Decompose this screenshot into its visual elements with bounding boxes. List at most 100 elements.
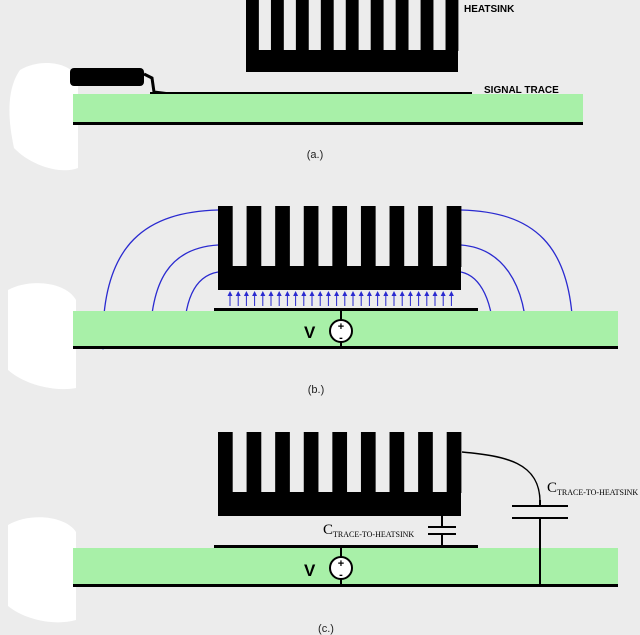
white-blob-c	[8, 517, 76, 623]
heatsink-fin	[320, 0, 334, 51]
caption-b: (b.)	[308, 384, 325, 396]
heatsink-fin	[332, 432, 348, 493]
field-arrowhead	[375, 291, 381, 296]
heatsink-fin	[418, 206, 433, 267]
heatsink-fin	[389, 432, 405, 493]
voltage-source-icon	[329, 319, 353, 343]
white-blob-b	[8, 283, 76, 390]
heatsink-fin	[370, 0, 384, 51]
heatsink-fin	[275, 432, 290, 493]
signal-trace-b	[214, 308, 478, 311]
field-arrowhead	[366, 291, 372, 296]
cap-label2-main: C	[547, 480, 557, 496]
capacitor-label-small: CTRACE-TO-HEATSINK	[323, 522, 414, 539]
field-line	[460, 209, 574, 347]
heatsink-fin	[395, 0, 409, 51]
panel-b: + - V (b.)	[73, 206, 618, 396]
heatsink-fin	[389, 206, 405, 267]
heatsink-fin	[345, 0, 359, 51]
heatsink-base	[218, 266, 461, 290]
heatsink-fin	[218, 206, 233, 267]
ground-plane-a	[73, 122, 583, 125]
ground-plane-c	[73, 584, 618, 587]
field-arrowhead	[448, 291, 454, 296]
panel-c: + - V CTRACE-TO-HEATSINK CTRACE-TO-HEATS…	[73, 432, 638, 635]
heatsink-b	[218, 206, 462, 290]
heatsink-fin	[418, 432, 433, 493]
capacitor-label-large: CTRACE-TO-HEATSINK	[547, 480, 638, 497]
capacitor-large	[512, 500, 568, 584]
capacitor-wire	[461, 451, 541, 503]
heatsink-fin	[360, 206, 376, 267]
field-arrowhead	[276, 291, 282, 296]
signal-trace-c	[214, 545, 478, 548]
field-arrowhead	[334, 291, 340, 296]
heatsink-fin	[246, 206, 262, 267]
cap-label-main: C	[323, 522, 333, 538]
field-arrowhead	[284, 291, 290, 296]
field-arrowhead	[252, 291, 258, 296]
field-arrowhead	[383, 291, 389, 296]
field-arrowhead	[391, 291, 397, 296]
heatsink-a	[246, 0, 459, 72]
field-arrowhead	[317, 291, 323, 296]
white-blob-a	[9, 63, 78, 171]
field-arrowhead	[358, 291, 364, 296]
heatsink-fin	[303, 206, 319, 267]
field-arrowhead	[440, 291, 446, 296]
heatsink-fin	[295, 0, 309, 51]
field-arrowhead	[227, 291, 233, 296]
heatsink-fin	[275, 206, 290, 267]
caption-a: (a.)	[307, 149, 324, 161]
field-arrowhead	[293, 291, 299, 296]
field-arrowhead	[243, 291, 249, 296]
cap-label2-sub: TRACE-TO-HEATSINK	[557, 488, 638, 497]
heatsink-fin	[446, 206, 462, 267]
heatsink-base	[218, 492, 461, 516]
cap-label-sub: TRACE-TO-HEATSINK	[333, 530, 414, 539]
pcb-a	[73, 94, 583, 122]
signal-trace-label: SIGNAL TRACE	[484, 85, 559, 96]
heatsink-base	[246, 50, 458, 72]
heatsink-fin	[445, 0, 459, 51]
source-label-c: V	[304, 561, 316, 580]
plus-sign: +	[338, 321, 344, 333]
field-arrowhead	[260, 291, 266, 296]
capacitor-small	[428, 514, 456, 545]
plus-sign: +	[338, 558, 344, 570]
field-arrowhead	[309, 291, 315, 296]
field-arrowhead	[325, 291, 331, 296]
field-arrowhead	[235, 291, 241, 296]
field-arrowhead	[416, 291, 422, 296]
signal-trace-a	[150, 92, 472, 95]
field-arrowhead	[342, 291, 348, 296]
field-arrowhead	[424, 291, 430, 296]
field-arrowhead	[432, 291, 438, 296]
heatsink-fin	[270, 0, 284, 51]
heatsink-fin	[246, 0, 259, 51]
heatsink-fin	[218, 432, 233, 493]
voltage-source-icon	[329, 556, 353, 580]
minus-sign: -	[339, 569, 343, 581]
field-arrowhead	[407, 291, 413, 296]
heatsink-fin	[303, 432, 319, 493]
heatsink-fin	[246, 432, 262, 493]
minus-sign: -	[339, 332, 343, 344]
heatsink-fin	[332, 206, 348, 267]
ground-plane-b	[73, 346, 618, 349]
heatsink-label: HEATSINK	[464, 4, 515, 15]
heatsink-fin	[446, 432, 462, 493]
panel-a: HEATSINK SIGNAL TRACE (a.)	[70, 0, 583, 161]
vertical-field-arrows	[227, 291, 454, 306]
field-arrowhead	[350, 291, 356, 296]
heatsink-fin	[360, 432, 376, 493]
field-arrowhead	[301, 291, 307, 296]
field-arrowhead	[399, 291, 405, 296]
field-arrowhead	[268, 291, 274, 296]
component-a	[70, 68, 144, 86]
source-label-b: V	[304, 323, 316, 342]
heatsink-fin	[420, 0, 434, 51]
heatsink-c	[218, 432, 462, 516]
caption-c: (c.)	[318, 623, 334, 635]
